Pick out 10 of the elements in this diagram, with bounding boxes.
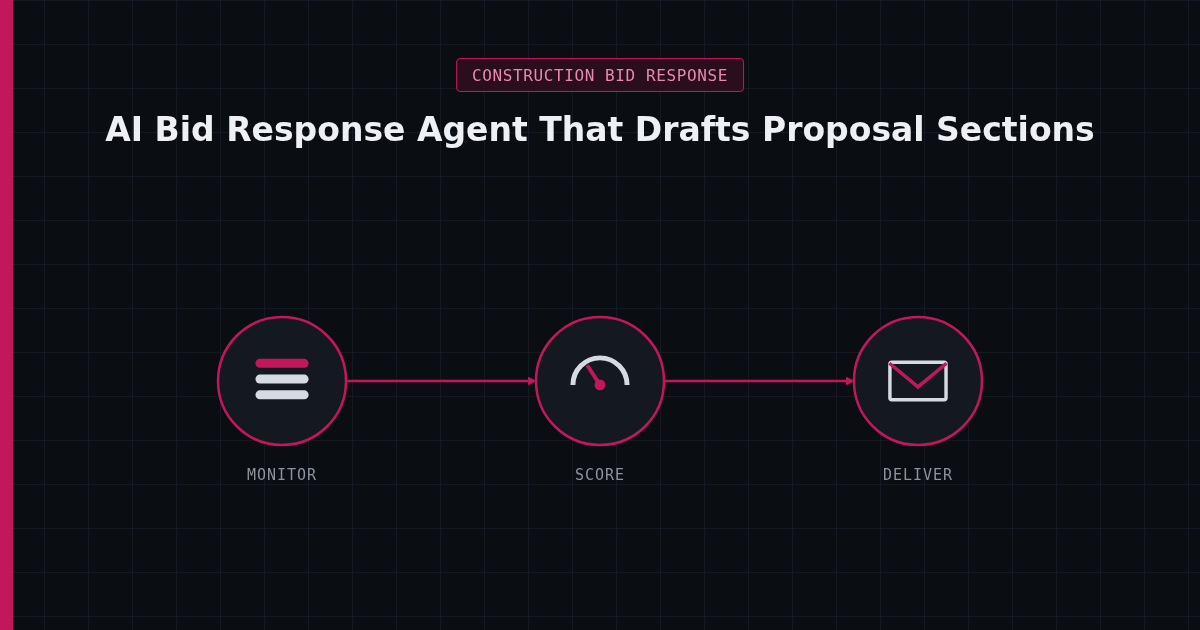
category-tag: CONSTRUCTION BID RESPONSE xyxy=(456,58,744,92)
step-circle xyxy=(534,315,666,447)
step-caption: DELIVER xyxy=(882,465,954,484)
step-circle xyxy=(852,315,984,447)
step-caption: MONITOR xyxy=(246,465,318,484)
arrow xyxy=(664,376,855,386)
step-circle xyxy=(216,315,348,447)
arrow xyxy=(346,376,537,386)
step-caption: SCORE xyxy=(574,465,626,484)
page-title: AI Bid Response Agent That Drafts Proposal Sections xyxy=(105,110,1095,149)
